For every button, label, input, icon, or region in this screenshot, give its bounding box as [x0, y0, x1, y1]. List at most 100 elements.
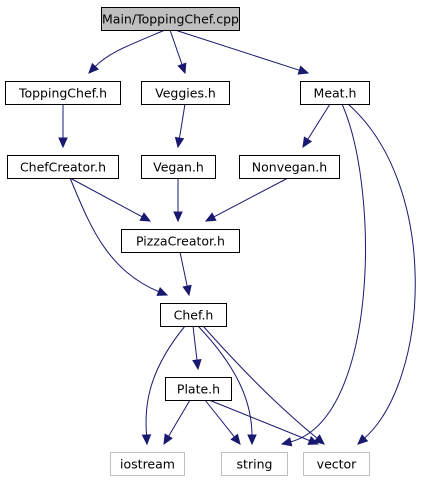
edge-line — [167, 399, 191, 438]
edge-main-topping-chef-cpp-to-meat-h — [174, 29, 310, 75]
node-box — [300, 81, 370, 105]
edge-arrowhead — [192, 359, 202, 371]
node-box — [303, 452, 370, 476]
node-label: Main/ToppingChef.cpp — [102, 12, 239, 27]
node-main-topping-chef-cpp[interactable]: Main/ToppingChef.cpp — [101, 7, 240, 31]
node-label: string — [237, 457, 273, 472]
edge-nonvegan-h-to-pizza-creator-h — [204, 177, 289, 222]
edge-line — [174, 29, 301, 72]
edge-line — [169, 29, 183, 66]
edge-line — [289, 103, 366, 443]
edge-arrowhead — [177, 62, 187, 75]
edge-plate-h-to-iostream — [163, 399, 191, 446]
edge-line — [94, 29, 166, 68]
edge-arrowhead — [88, 62, 100, 74]
edge-arrowhead — [58, 137, 68, 149]
node-pizza-creator-h[interactable]: PizzaCreator.h — [121, 229, 240, 253]
edge-arrowhead — [357, 434, 369, 445]
node-meat-h[interactable]: Meat.h — [300, 81, 370, 105]
edge-line — [212, 177, 289, 218]
node-label: Chef.h — [174, 308, 214, 323]
edge-veggies-h-to-vegan-h — [174, 103, 186, 149]
node-box — [165, 377, 232, 401]
edge-line — [347, 103, 416, 440]
node-box — [101, 7, 240, 31]
edge-meat-h-to-string — [280, 103, 366, 447]
edge-arrowhead — [204, 212, 217, 222]
edge-arrowhead — [174, 136, 185, 149]
edge-vegan-h-to-pizza-creator-h — [173, 178, 183, 223]
node-topping-chef-h[interactable]: ToppingChef.h — [5, 81, 121, 105]
node-string: string — [221, 452, 288, 476]
edge-main-topping-chef-cpp-to-veggies-h — [169, 29, 187, 75]
edge-line — [178, 103, 186, 140]
node-box — [121, 229, 240, 253]
edge-line — [192, 325, 198, 362]
edge-topping-chef-h-to-chef-creator-h — [58, 104, 68, 149]
node-veggies-h[interactable]: Veggies.h — [141, 81, 230, 105]
edge-arrowhead — [280, 437, 293, 447]
edge-line — [145, 325, 186, 437]
edge-arrowhead — [313, 434, 325, 445]
node-label: Plate.h — [177, 382, 220, 397]
edge-arrowhead — [247, 434, 257, 446]
edge-line — [202, 325, 319, 440]
node-box — [221, 452, 288, 476]
node-label: iostream — [120, 457, 175, 472]
edge-meat-h-to-vector — [347, 103, 416, 445]
edge-meat-h-to-nonvegan-h — [302, 103, 331, 149]
edge-line — [69, 177, 160, 293]
edge-chef-h-to-vector — [202, 325, 325, 445]
edge-chef-creator-h-to-chef-h — [69, 177, 169, 296]
edge-arrowhead — [156, 287, 169, 296]
edge-arrowhead — [141, 434, 152, 446]
node-label: Nonvegan.h — [252, 160, 327, 175]
node-box — [239, 155, 340, 179]
edge-line — [69, 177, 144, 218]
edge-chef-h-to-iostream — [141, 325, 186, 446]
edge-arrowhead — [173, 211, 183, 223]
edge-plate-h-to-string — [204, 399, 241, 445]
node-vector: vector — [303, 452, 370, 476]
node-label: ToppingChef.h — [18, 86, 107, 101]
edge-line — [208, 399, 311, 442]
node-box — [141, 155, 216, 179]
node-box — [7, 155, 119, 179]
node-box — [110, 452, 185, 476]
node-vegan-h[interactable]: Vegan.h — [141, 155, 216, 179]
edge-arrowhead — [307, 436, 320, 445]
edge-line — [179, 251, 188, 288]
edge-chef-h-to-plate-h — [192, 325, 202, 371]
node-label: Vegan.h — [153, 160, 204, 175]
node-chef-h[interactable]: Chef.h — [160, 303, 227, 327]
node-chef-creator-h[interactable]: ChefCreator.h — [7, 155, 119, 179]
node-label: vector — [317, 457, 358, 472]
edge-arrowhead — [163, 433, 173, 446]
edge-line — [204, 399, 236, 439]
node-plate-h[interactable]: Plate.h — [165, 377, 232, 401]
edge-arrowhead — [139, 212, 152, 222]
edge-plate-h-to-vector — [208, 399, 320, 445]
edge-arrowhead — [297, 65, 310, 75]
edge-arrowhead — [302, 136, 313, 149]
edge-arrowhead — [230, 433, 241, 445]
edge-main-topping-chef-cpp-to-topping-chef-h — [88, 29, 166, 74]
edge-line — [197, 325, 253, 437]
node-box — [160, 303, 227, 327]
node-box — [141, 81, 230, 105]
edge-chef-h-to-string — [197, 325, 257, 446]
edge-pizza-creator-h-to-chef-h — [179, 251, 192, 297]
node-nonvegan-h[interactable]: Nonvegan.h — [239, 155, 340, 179]
edge-arrowhead — [182, 284, 192, 297]
node-iostream: iostream — [110, 452, 185, 476]
edge-line — [306, 103, 331, 141]
node-box — [5, 81, 121, 105]
edges-layer — [58, 29, 416, 447]
edge-chef-creator-h-to-pizza-creator-h — [69, 177, 152, 222]
node-label: Meat.h — [314, 86, 357, 101]
node-label: ChefCreator.h — [20, 160, 106, 175]
node-label: Veggies.h — [155, 86, 216, 101]
node-label: PizzaCreator.h — [136, 234, 225, 249]
